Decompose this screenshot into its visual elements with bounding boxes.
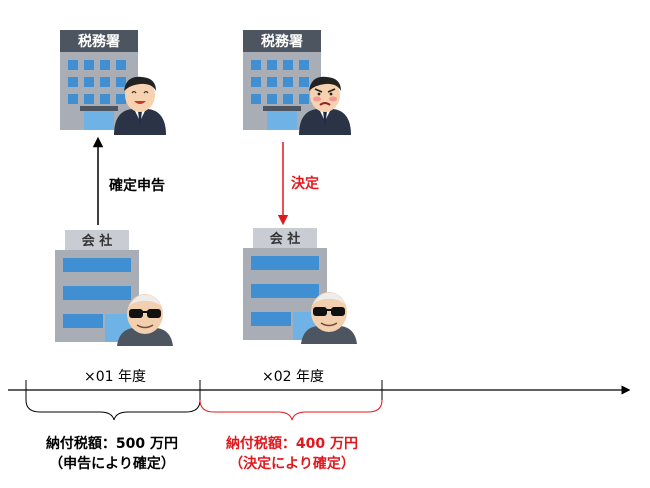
- tax-office-sign-text: 税務署: [78, 33, 120, 50]
- company-windows: [63, 258, 131, 328]
- company-boss-sunglasses-person: [301, 292, 357, 344]
- tax-office-sign: [243, 30, 321, 52]
- payment-basis-01: （申告により確定）: [49, 455, 175, 472]
- official-angry-person: [299, 76, 351, 135]
- tax-office-sign: [60, 30, 138, 52]
- period-label-02: ×02 年度: [262, 369, 324, 385]
- period-brace-01: [25, 399, 201, 421]
- payment-amount-01: 納付税額：500 万円: [46, 435, 178, 452]
- filing-arrow-label: 確定申告: [109, 177, 165, 194]
- company-windows: [251, 256, 319, 326]
- tax-office-windows: [251, 60, 309, 104]
- company-sign: [65, 230, 129, 250]
- tax-office-windows: [68, 60, 126, 104]
- period-label-01: ×01 年度: [84, 369, 146, 385]
- tax-office-door: [267, 110, 297, 130]
- period-brace-02: [199, 399, 383, 421]
- company-2: 会 社: [243, 228, 327, 340]
- company-sign: [253, 228, 317, 248]
- company-1: 会 社: [55, 230, 139, 342]
- determination-arrow-label: 決定: [291, 175, 319, 192]
- payment-basis-02: （決定により確定）: [229, 455, 355, 472]
- company-boss-sunglasses-person: [117, 294, 173, 346]
- tax-office-2: 税務署: [243, 30, 321, 130]
- tax-office-sign-text: 税務署: [261, 33, 303, 50]
- official-smiling-person: [114, 76, 166, 135]
- tax-office-door: [84, 110, 114, 130]
- company-sign-text: 会 社: [82, 233, 113, 249]
- payment-amount-02: 納付税額：400 万円: [226, 435, 358, 452]
- company-sign-text: 会 社: [270, 231, 301, 247]
